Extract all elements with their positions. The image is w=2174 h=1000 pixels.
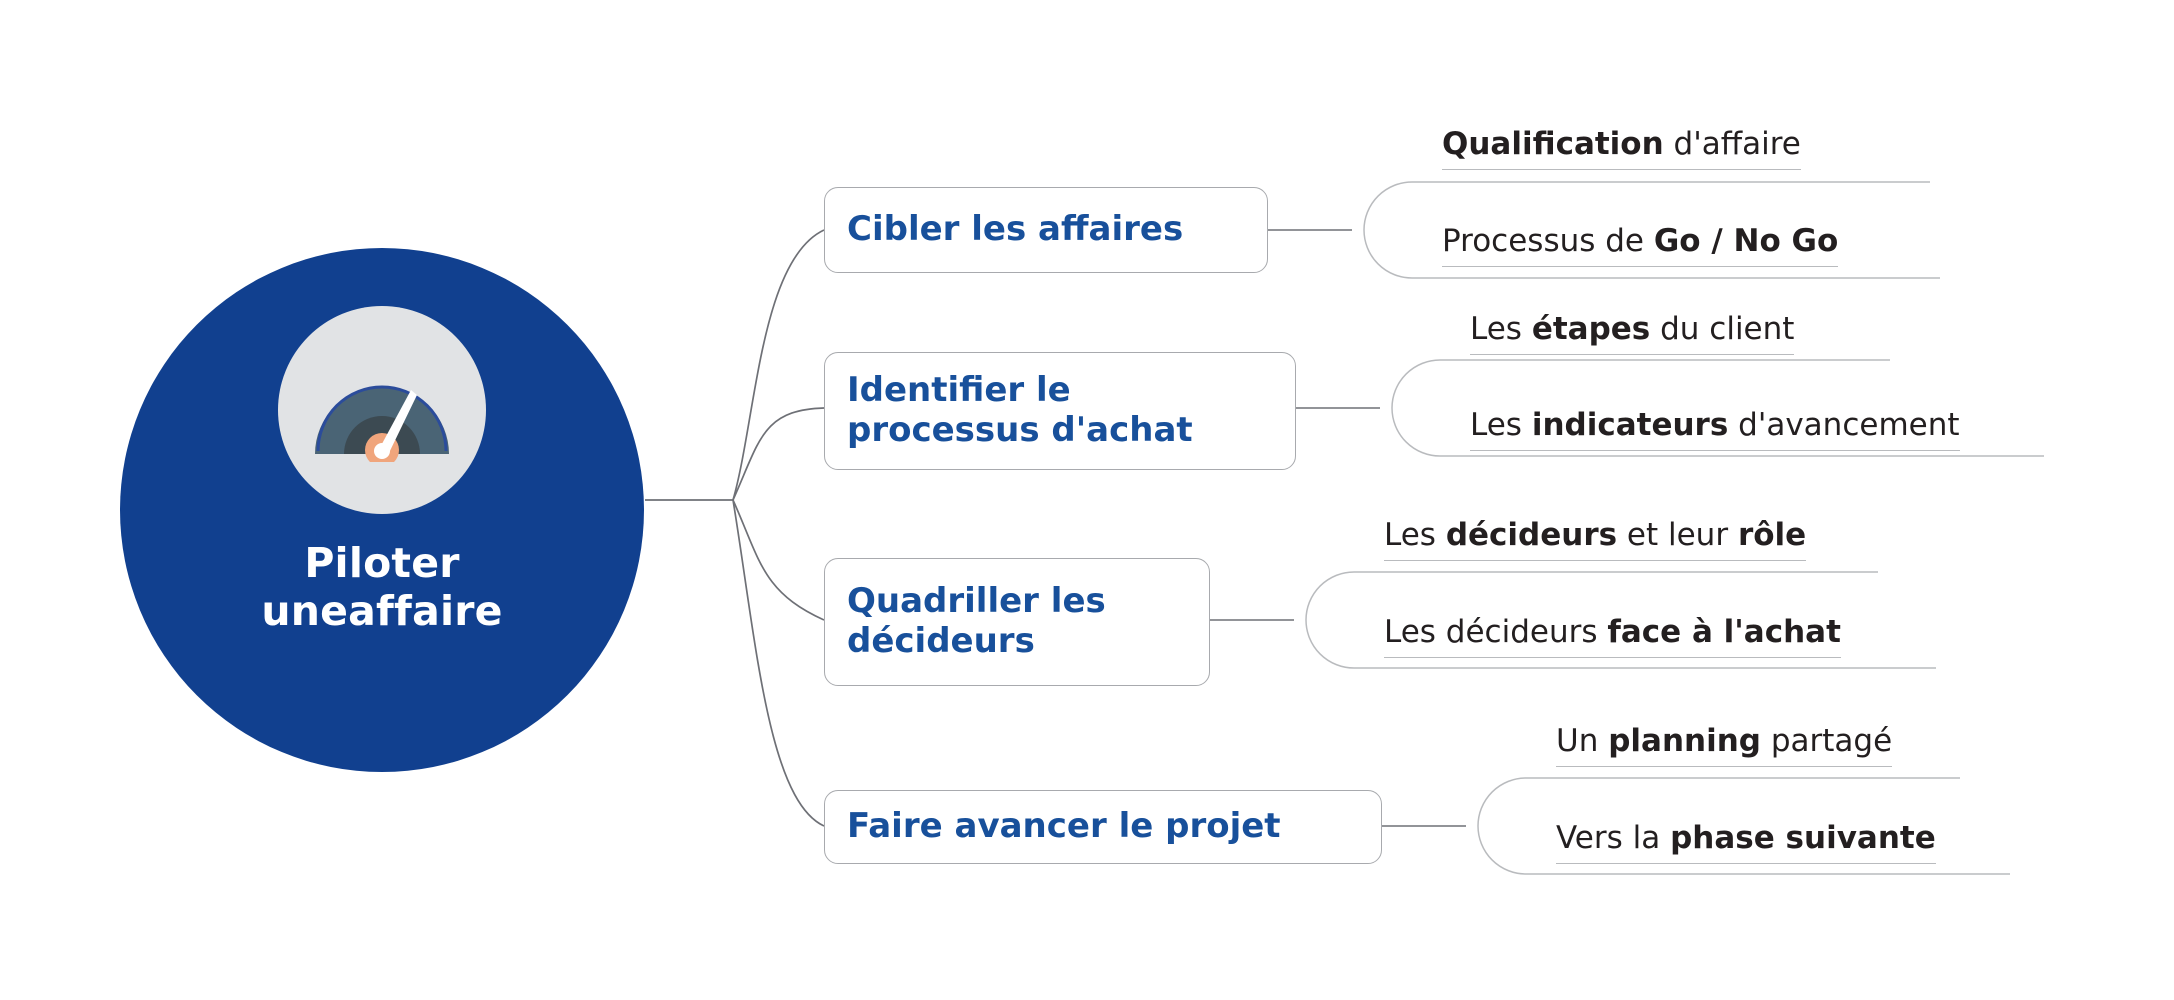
leaf-faire-avancer-2[interactable]: Vers la phase suivante — [1556, 823, 1936, 864]
leaf-quadriller-1[interactable]: Les décideurs et leur rôle — [1384, 520, 1807, 561]
branch-box-faire-avancer[interactable]: Faire avancer le projet — [824, 790, 1382, 864]
branch-wire-3 — [732, 499, 825, 621]
leaf-cibler-2[interactable]: Processus de Go / No Go — [1442, 226, 1839, 267]
branch-wire-1 — [732, 229, 825, 501]
leaf-faire-avancer-1[interactable]: Un planning partagé — [1556, 726, 1893, 767]
leaf-identifier-2[interactable]: Les indicateurs d'avancement — [1470, 410, 1960, 451]
root-node[interactable]: Piloter uneaffaire — [120, 248, 644, 772]
branch-wire-4 — [732, 499, 825, 827]
leaf-cibler-1[interactable]: Qualification d'affaire — [1442, 129, 1801, 170]
branch-label-faire-avancer: Faire avancer le projet — [847, 806, 1281, 847]
leaf-quadriller-2[interactable]: Les décideurs face à l'achat — [1384, 617, 1841, 658]
branch-wire-2 — [732, 407, 825, 501]
branch-box-cibler[interactable]: Cibler les affaires — [824, 187, 1268, 273]
leaf-identifier-1[interactable]: Les étapes du client — [1470, 314, 1795, 355]
gauge-icon — [278, 306, 486, 514]
branch-label-cibler: Cibler les affaires — [847, 209, 1184, 250]
root-label: Piloter uneaffaire — [261, 539, 503, 635]
